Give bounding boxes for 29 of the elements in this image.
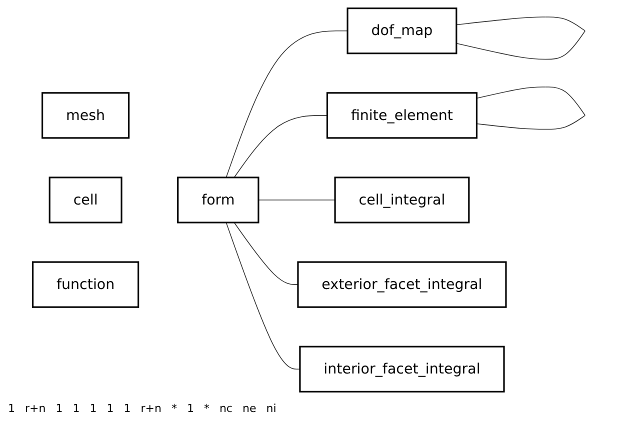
- connector: [234, 222, 298, 285]
- node-box: form: [177, 176, 260, 224]
- node-box: exterior_facet_integral: [297, 261, 507, 308]
- node-box: cell_integral: [334, 176, 470, 224]
- connector: [476, 86, 586, 130]
- connector: [234, 115, 328, 178]
- node-box: cell: [48, 176, 122, 224]
- multiplicity-label: *: [204, 402, 210, 415]
- multiplicity-label: 1: [124, 402, 131, 415]
- multiplicity-label: r+n: [25, 402, 46, 415]
- node-box: finite_element: [326, 92, 478, 139]
- node-box: function: [32, 261, 140, 308]
- multiplicity-label: 1: [56, 402, 63, 415]
- multiplicity-label: 1: [106, 402, 114, 415]
- multiplicity-label: nc: [219, 402, 232, 415]
- multiplicity-label: *: [171, 402, 177, 415]
- multiplicity-label: ni: [266, 402, 276, 415]
- multiplicity-label: 1: [8, 402, 15, 415]
- connector: [226, 222, 300, 370]
- multiplicity-label: 1: [72, 402, 80, 415]
- multiplicity-label: 1: [186, 402, 194, 415]
- multiplicity-label: ne: [242, 402, 256, 415]
- multiplicity-label: 1: [90, 402, 97, 415]
- node-box: mesh: [42, 92, 130, 139]
- connector: [226, 30, 348, 178]
- connector: [456, 16, 586, 60]
- node-box: dof_map: [346, 8, 458, 54]
- multiplicity-label: r+n: [140, 402, 162, 415]
- node-box: interior_facet_integral: [299, 346, 505, 392]
